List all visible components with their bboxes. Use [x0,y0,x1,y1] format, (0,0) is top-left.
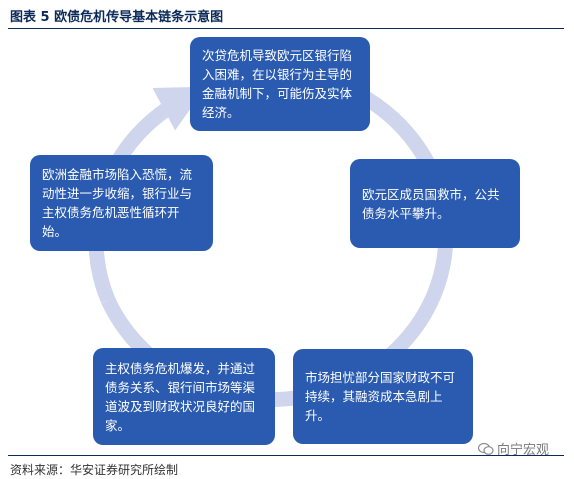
node-subprime-banking: 次贷危机导致欧元区银行陷入困难，在以银行为主导的金融机制下，可能伤及实体经济。 [190,37,370,131]
node-sovereign-crisis: 主权债务危机爆发，并通过债务关系、银行间市场等渠道波及到财政状况良好的国家。 [93,348,275,445]
node-bailout-debt: 欧元区成员国救市，公共债务水平攀升。 [350,159,520,248]
node-text: 市场担忧部分国家财政不可持续，其融资成本急剧上升。 [305,370,456,423]
node-text: 欧洲金融市场陷入恐慌，流动性进一步收缩，银行业与主权债务危机恶性循环开始。 [42,167,193,239]
wechat-icon [478,442,494,455]
figure-title: 图表 5 欧债危机传导基本链条示意图 [10,10,224,25]
source-note: 资料来源：华安证券研究所绘制 [10,463,179,477]
node-market-worry: 市场担忧部分国家财政不可持续，其融资成本急剧上升。 [293,349,473,444]
node-market-panic: 欧洲金融市场陷入恐慌，流动性进一步收缩，银行业与主权债务危机恶性循环开始。 [30,155,213,251]
node-text: 欧元区成员国救市，公共债务水平攀升。 [362,186,500,221]
node-text: 次贷危机导致欧元区银行陷入困难，在以银行为主导的金融机制下，可能伤及实体经济。 [202,48,353,120]
node-text: 主权债务危机爆发，并通过债务关系、银行间市场等渠道波及到财政状况良好的国家。 [105,360,256,433]
bottom-rule [8,455,564,456]
watermark: 向宁宏观 [478,439,549,458]
watermark-text: 向宁宏观 [497,443,550,458]
top-rule [8,28,564,29]
